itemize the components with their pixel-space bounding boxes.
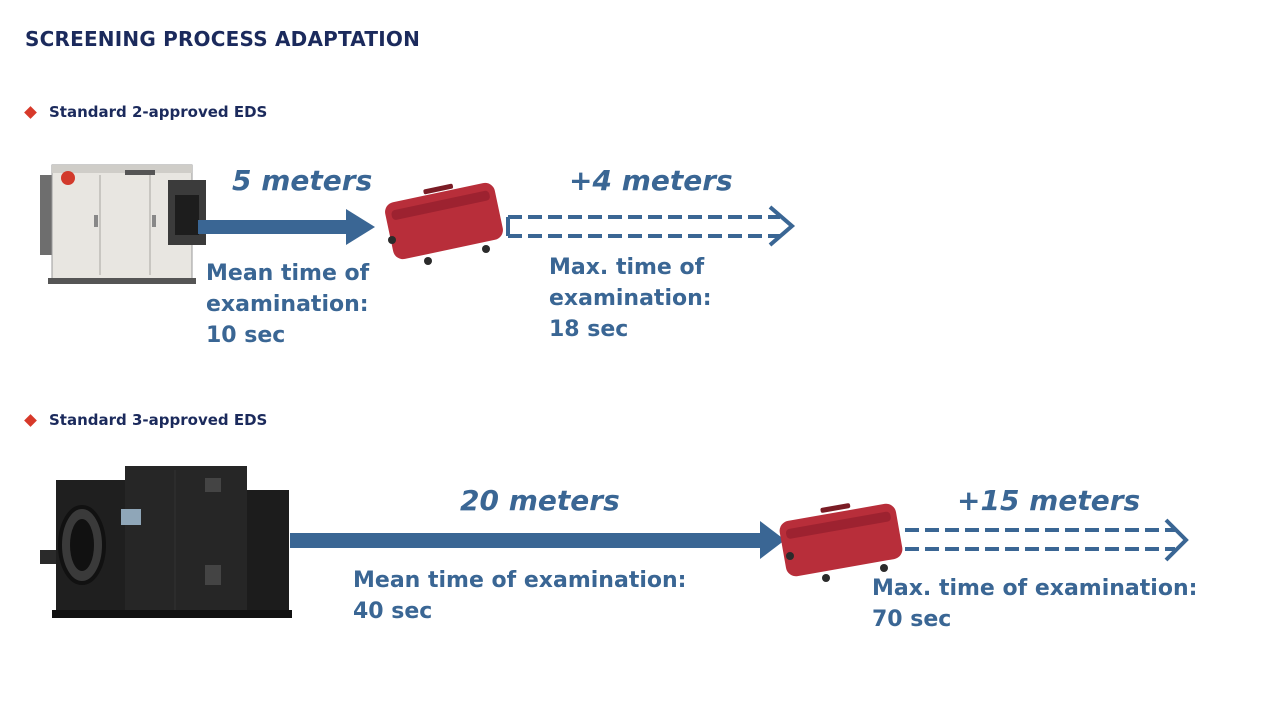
note-line: 40 sec [353,599,433,624]
dashed-arrow-4m [506,205,796,247]
suitcase-icon [385,182,503,265]
distance-label-5m: 5 meters [232,164,373,197]
eds-machine-standard-2 [40,164,206,284]
note-line: Max. time of [549,255,705,280]
section-1-label: Standard 2-approved EDS [49,103,268,121]
solid-arrow-20m [290,521,785,559]
note-line: 10 sec [206,323,286,348]
solid-arrow-5m [198,209,375,245]
distance-label-20m: 20 meters [460,484,620,517]
mean-time-note-1: Mean time of examination: 10 sec [206,258,369,351]
extra-distance-label-15m: +15 meters [957,484,1141,517]
mean-time-note-2: Mean time of examination: 40 sec [353,565,686,627]
extra-distance-label-4m: +4 meters [569,164,733,197]
note-line: Max. time of examination: [872,576,1198,601]
max-time-note-1: Max. time of examination: 18 sec [549,252,712,345]
dashed-arrow-15m [905,518,1189,562]
note-line: examination: [549,286,712,311]
page-title: SCREENING PROCESS ADAPTATION [25,27,421,51]
note-line: Mean time of [206,261,370,286]
red-diamond-icon [24,413,37,427]
note-line: 18 sec [549,317,629,342]
suitcase-icon [779,503,903,582]
note-line: Mean time of examination: [353,568,687,593]
note-line: examination: [206,292,369,317]
section-1-bullet: Standard 2-approved EDS [24,103,267,121]
eds-machine-standard-3 [40,466,292,618]
max-time-note-2: Max. time of examination: 70 sec [872,573,1197,635]
section-2-bullet: Standard 3-approved EDS [24,411,267,429]
note-line: 70 sec [872,607,952,632]
section-2-label: Standard 3-approved EDS [49,411,268,429]
